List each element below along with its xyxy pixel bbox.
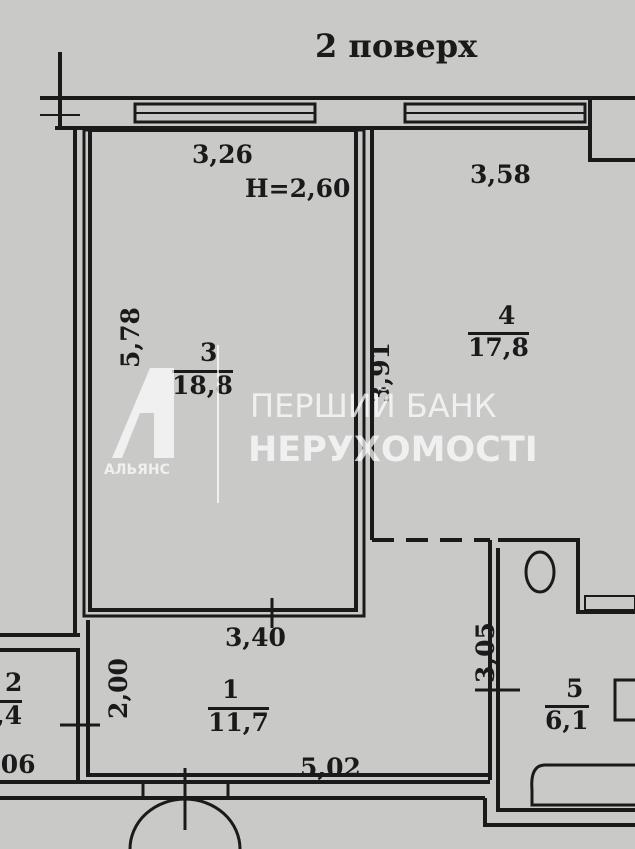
room5-length-dimension: 3,05 [470,622,500,683]
watermark-divider [217,345,219,503]
room3-number: 3 [200,338,218,367]
room2-area: ,4 [0,700,23,728]
room1-number: 1 [222,675,240,704]
floor-title: 2 поверх [315,27,478,65]
room1-width-dimension: 5,02 [300,753,361,782]
room3-area: 18,8 [172,370,233,400]
room4-width-dimension: 3,58 [470,160,531,189]
ceiling-height: H=2,60 [245,174,351,203]
room5-area: 6,1 [545,705,589,735]
room4-number: 4 [498,301,516,330]
room3-width-dimension: 3,26 [192,140,253,169]
watermark-line2: НЕРУХОМОСТІ [248,430,538,470]
room4-area: 17,8 [468,332,529,362]
watermark-line1: ПЕРШИЙ БАНК [250,387,497,425]
room5-number: 5 [566,674,584,703]
alliance-logo-icon [112,368,174,458]
room3-length-dimension: 5,78 [115,307,145,368]
room2-width-dimension: ,06 [0,750,36,779]
room2-number: 2 [5,668,23,697]
room1-area: 11,7 [208,707,269,737]
watermark-logo-text: АЛЬЯНС [104,462,170,478]
room1-depth-dimension: 2,00 [103,658,133,719]
room3-bottom-dimension: 3,40 [225,623,286,652]
